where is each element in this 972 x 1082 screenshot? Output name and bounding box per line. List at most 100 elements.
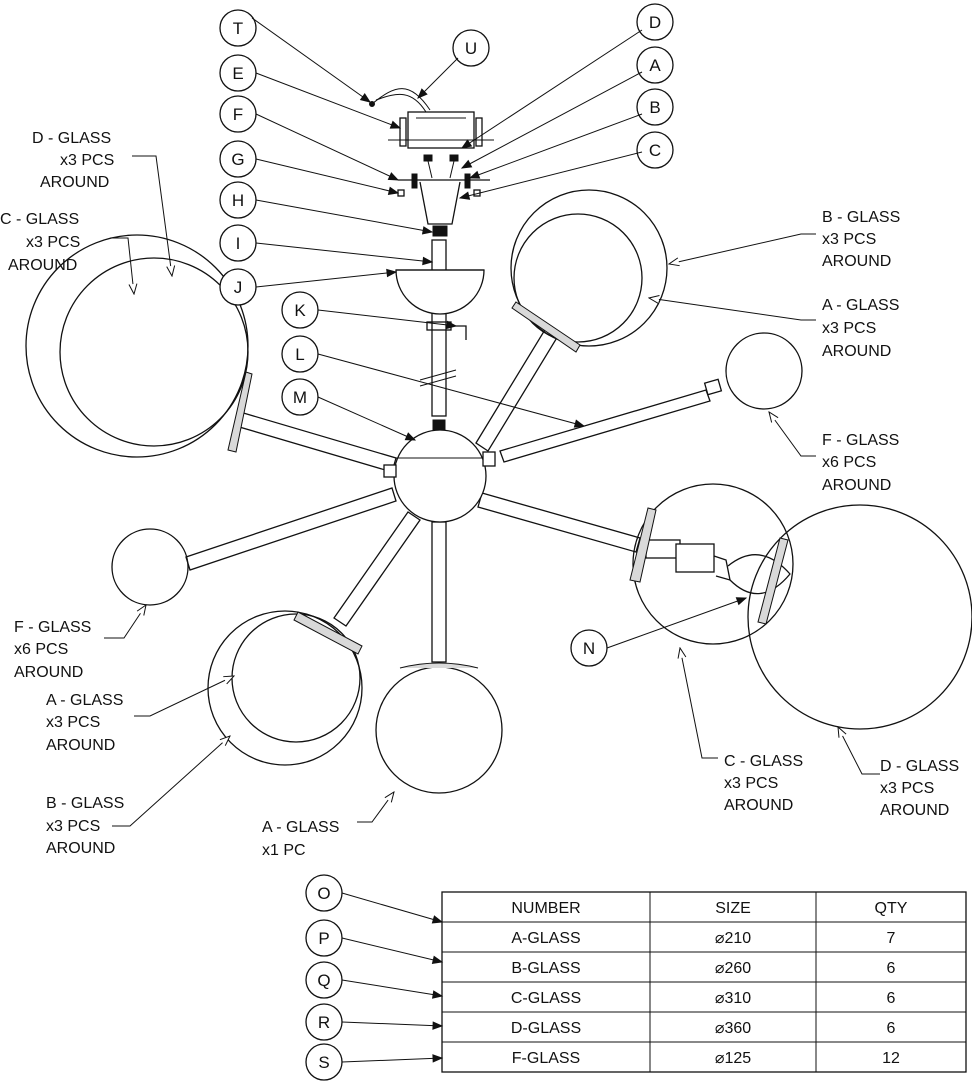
center-hub (383, 419, 496, 523)
table-row: B-GLASS ⌀260 6 (511, 960, 895, 977)
svg-text:AROUND: AROUND (724, 797, 793, 814)
svg-text:x3 PCS: x3 PCS (822, 320, 876, 337)
part-label-t: T (219, 9, 257, 47)
svg-text:AROUND: AROUND (822, 343, 891, 360)
svg-text:A - GLASS: A - GLASS (822, 297, 899, 314)
part-label-i: I (219, 224, 257, 262)
glass-size-table: NUMBER SIZE QTY A-GLASS ⌀210 7 B-GLASS ⌀… (441, 891, 967, 1073)
svg-text:D - GLASS: D - GLASS (32, 130, 111, 147)
svg-text:T: T (233, 19, 243, 38)
part-label-h: H (219, 181, 257, 219)
svg-text:12: 12 (882, 1050, 900, 1067)
table-row: F-GLASS ⌀125 12 (512, 1050, 900, 1067)
part-label-n: N (570, 629, 608, 667)
glass-globes (25, 189, 972, 794)
svg-text:AROUND: AROUND (14, 664, 83, 681)
table-header-qty: QTY (875, 900, 908, 917)
c-glass-left (59, 257, 249, 447)
part-label-r: R (305, 1003, 343, 1041)
svg-text:R: R (318, 1013, 330, 1032)
svg-text:x3 PCS: x3 PCS (60, 152, 114, 169)
svg-text:x3 PCS: x3 PCS (822, 231, 876, 248)
svg-text:C-GLASS: C-GLASS (511, 990, 581, 1007)
svg-text:⌀360: ⌀360 (715, 1020, 751, 1037)
svg-text:⌀125: ⌀125 (715, 1050, 751, 1067)
svg-text:L: L (295, 345, 304, 364)
callout-a-glass-left: A - GLASS x3 PCS AROUND (46, 692, 123, 754)
svg-text:F: F (233, 105, 243, 124)
svg-text:A: A (649, 56, 661, 75)
svg-text:H: H (232, 191, 244, 210)
svg-text:A-GLASS: A-GLASS (511, 930, 580, 947)
svg-text:7: 7 (887, 930, 896, 947)
svg-text:6: 6 (887, 1020, 896, 1037)
b-glass-upper (510, 189, 668, 347)
svg-text:⌀260: ⌀260 (715, 960, 751, 977)
svg-text:D - GLASS: D - GLASS (880, 758, 959, 775)
callout-d-glass-right: D - GLASS x3 PCS AROUND (880, 758, 959, 819)
part-label-e: E (219, 54, 257, 92)
svg-text:E: E (232, 64, 243, 83)
part-label-q: Q (305, 961, 343, 999)
part-label-f: F (219, 95, 257, 133)
a-glass-upper (513, 213, 643, 343)
svg-text:F - GLASS: F - GLASS (14, 619, 91, 636)
part-label-u: U (452, 29, 490, 67)
part-label-j: J (219, 268, 257, 306)
a-glass-lower-left (231, 613, 361, 743)
svg-text:B - GLASS: B - GLASS (46, 795, 124, 812)
callout-d-glass-left: D - GLASS x3 PCS AROUND (32, 130, 114, 191)
callout-a-glass-bottom: A - GLASS x1 PC (262, 819, 339, 859)
part-label-a: A (636, 46, 674, 84)
svg-text:Q: Q (317, 971, 330, 990)
svg-text:AROUND: AROUND (8, 257, 77, 274)
callout-f-glass-left: F - GLASS x6 PCS AROUND (14, 619, 91, 681)
leader-lines (104, 17, 880, 1063)
part-label-d: D (636, 3, 674, 41)
canopy-hardware (369, 88, 494, 237)
part-label-g: G (219, 140, 257, 178)
callout-c-glass-left: C - GLASS x3 PCS AROUND (0, 211, 80, 274)
svg-text:S: S (318, 1053, 329, 1072)
part-label-circles: T E F G H I J K L M U D A B C N O P Q R … (219, 3, 674, 1081)
svg-text:x3 PCS: x3 PCS (26, 234, 80, 251)
f-glass-left (111, 528, 189, 606)
svg-text:O: O (317, 884, 330, 903)
svg-text:x6 PCS: x6 PCS (14, 641, 68, 658)
callout-c-glass-right: C - GLASS x3 PCS AROUND (724, 753, 803, 814)
svg-text:AROUND: AROUND (46, 840, 115, 857)
svg-text:I: I (236, 234, 241, 253)
svg-text:⌀310: ⌀310 (715, 990, 751, 1007)
svg-text:D-GLASS: D-GLASS (511, 1020, 581, 1037)
callout-a-glass-right: A - GLASS x3 PCS AROUND (822, 297, 899, 360)
svg-text:⌀210: ⌀210 (715, 930, 751, 947)
svg-text:F - GLASS: F - GLASS (822, 432, 899, 449)
glass-callouts: D - GLASS x3 PCS AROUND C - GLASS x3 PCS… (0, 130, 959, 859)
a-glass-bottom (375, 666, 503, 794)
part-label-c: C (636, 131, 674, 169)
callout-b-glass-left: B - GLASS x3 PCS AROUND (46, 795, 124, 857)
svg-text:C: C (649, 141, 661, 160)
part-label-l: L (281, 335, 319, 373)
svg-text:K: K (294, 301, 306, 320)
svg-text:AROUND: AROUND (822, 477, 891, 494)
svg-text:AROUND: AROUND (880, 802, 949, 819)
table-header-size: SIZE (715, 900, 751, 917)
callout-b-glass-right: B - GLASS x3 PCS AROUND (822, 209, 900, 270)
svg-text:M: M (293, 388, 307, 407)
part-label-o: O (305, 874, 343, 912)
svg-text:6: 6 (887, 990, 896, 1007)
svg-text:P: P (318, 929, 329, 948)
svg-text:AROUND: AROUND (40, 174, 109, 191)
callout-f-glass-right: F - GLASS x6 PCS AROUND (822, 432, 899, 494)
svg-text:AROUND: AROUND (822, 253, 891, 270)
d-glass-lower-right (747, 504, 972, 730)
table-row: A-GLASS ⌀210 7 (511, 930, 895, 947)
table-row: C-GLASS ⌀310 6 (511, 990, 896, 1007)
part-label-s: S (305, 1043, 343, 1081)
svg-text:6: 6 (887, 960, 896, 977)
canopy-bowl (395, 269, 485, 315)
f-glass-right (725, 332, 803, 410)
svg-text:J: J (234, 278, 243, 297)
